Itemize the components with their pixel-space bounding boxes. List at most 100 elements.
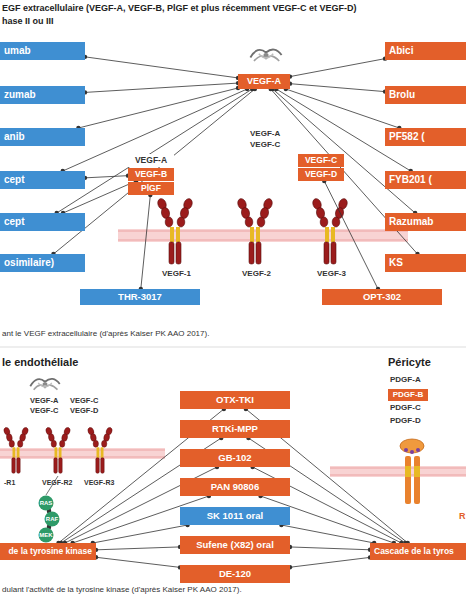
node-text: DE-120 <box>219 569 251 579</box>
connector-line <box>141 195 151 289</box>
connector <box>83 173 130 180</box>
ligand-name: PDGF-D <box>390 417 421 426</box>
drug-box: DE-120 <box>180 565 290 583</box>
receptor-name: VEGF-1 <box>162 270 191 279</box>
kinase-circle: RAS <box>38 495 54 511</box>
connector-line <box>85 83 238 92</box>
node-text: THR-3017 <box>118 292 162 302</box>
node-text: zumab <box>4 90 36 101</box>
drug-box: OPT-302 <box>322 289 442 305</box>
node-text: VEGF-C <box>305 156 337 165</box>
node-text: RTKi-MPP <box>212 424 258 434</box>
drug-box: cept <box>0 171 85 189</box>
drug-box: Abici <box>385 42 466 60</box>
receptor-name: R <box>459 512 466 522</box>
node-text: RAS <box>40 500 53 506</box>
node-text: de la tyrosine kinase <box>8 547 92 556</box>
ligand-name: PDGF-A <box>390 376 421 385</box>
circle-outline <box>39 528 54 543</box>
node-text: osimilaire) <box>4 258 54 269</box>
node-text: Brolu <box>389 90 415 101</box>
drug-box: umab <box>0 42 85 60</box>
connector-line <box>63 89 247 171</box>
connector <box>94 555 182 570</box>
node-text: Sufene (X82) oral <box>196 540 274 550</box>
receptor-name: VEGF-R3 <box>84 479 114 487</box>
connector <box>270 87 417 215</box>
connector <box>139 193 153 291</box>
connector-line <box>96 547 180 550</box>
drug-box: GB-102 <box>180 449 290 467</box>
drug-box: Brolu <box>385 86 466 104</box>
heading-text: hase II ou III <box>2 17 54 27</box>
node-text: Razumab <box>389 217 433 228</box>
ligand-box: VEGF-A <box>238 74 290 89</box>
connector-line <box>286 89 399 128</box>
ligand-box: VEGF-C <box>298 154 344 167</box>
drug-box: OTX-TKI <box>180 391 290 409</box>
node-text: FYB201 ( <box>389 175 432 186</box>
circle-outline <box>45 512 60 527</box>
node-text: Abici <box>389 46 413 57</box>
node-text: OPT-302 <box>363 292 401 302</box>
node-text: PF582 ( <box>389 132 425 143</box>
drug-box: PF582 ( <box>385 128 466 146</box>
drug-box: THR-3017 <box>80 289 200 305</box>
drug-box: osimilaire) <box>0 254 85 272</box>
connector <box>91 523 190 545</box>
node-text: VEGF-A <box>247 77 281 86</box>
connector <box>76 86 240 130</box>
node-text: KS <box>389 258 403 269</box>
node-text: PlGF <box>141 184 161 193</box>
drug-box: cept <box>0 213 85 231</box>
node-text: SK 1011 oral <box>207 511 264 521</box>
node-text: Cascade de la tyros <box>374 547 454 556</box>
connector <box>288 56 387 78</box>
node-text: anib <box>4 132 25 143</box>
drug-box: PAN 90806 <box>180 478 290 496</box>
connector-line <box>85 176 128 178</box>
ligand-box: PDGF-B <box>388 389 428 401</box>
connector-line <box>290 557 370 567</box>
receptor-name: -R1 <box>4 479 15 487</box>
circle-outline <box>39 496 54 511</box>
receptor-name: VEGF-3 <box>317 270 346 279</box>
connector <box>288 555 372 569</box>
node-text: PAN 90806 <box>211 482 259 492</box>
cascade-box: de la tyrosine kinase <box>0 543 96 560</box>
connector-line <box>290 547 370 550</box>
connector-line <box>96 557 180 567</box>
ligand-name: PDGF-C <box>390 404 421 413</box>
node-text: VEGF-A <box>135 156 167 165</box>
connector <box>288 545 372 552</box>
figure-caption: ant le VEGF extracellulaire (d'après Kai… <box>2 330 209 339</box>
drug-box: zumab <box>0 86 85 104</box>
connector-line <box>85 57 238 78</box>
connector <box>279 523 376 545</box>
ligand-name: VEGF-C <box>70 397 98 405</box>
ligand-box: VEGF-A <box>128 154 174 167</box>
ligand-name: VEGF-A <box>250 130 280 139</box>
drug-box: Sufene (X82) oral <box>180 536 290 554</box>
node-text: OTX-TKI <box>216 395 254 405</box>
ligand-box: PlGF <box>128 182 174 195</box>
connector <box>288 81 387 93</box>
connector <box>61 87 250 173</box>
drug-box: SK 1011 oral <box>180 507 290 525</box>
kinase-circle: RAF <box>44 511 60 527</box>
node-text: VEGF-D <box>305 170 337 179</box>
node-text: MEK <box>39 532 52 538</box>
ligand-box: VEGF-D <box>298 168 344 181</box>
connector <box>83 55 240 80</box>
node-text: umab <box>4 46 31 57</box>
connector <box>250 465 403 545</box>
cascade-box: Cascade de la tyros <box>370 543 466 560</box>
ligand-name: VEGF-C <box>30 407 58 415</box>
drug-box: RTKi-MPP <box>180 420 290 438</box>
connector <box>63 465 219 545</box>
connector-line <box>290 59 385 77</box>
drug-box: anib <box>0 128 85 146</box>
connector <box>83 81 240 95</box>
ligand-name: VEGF-C <box>250 141 280 150</box>
connector-line <box>273 89 416 213</box>
